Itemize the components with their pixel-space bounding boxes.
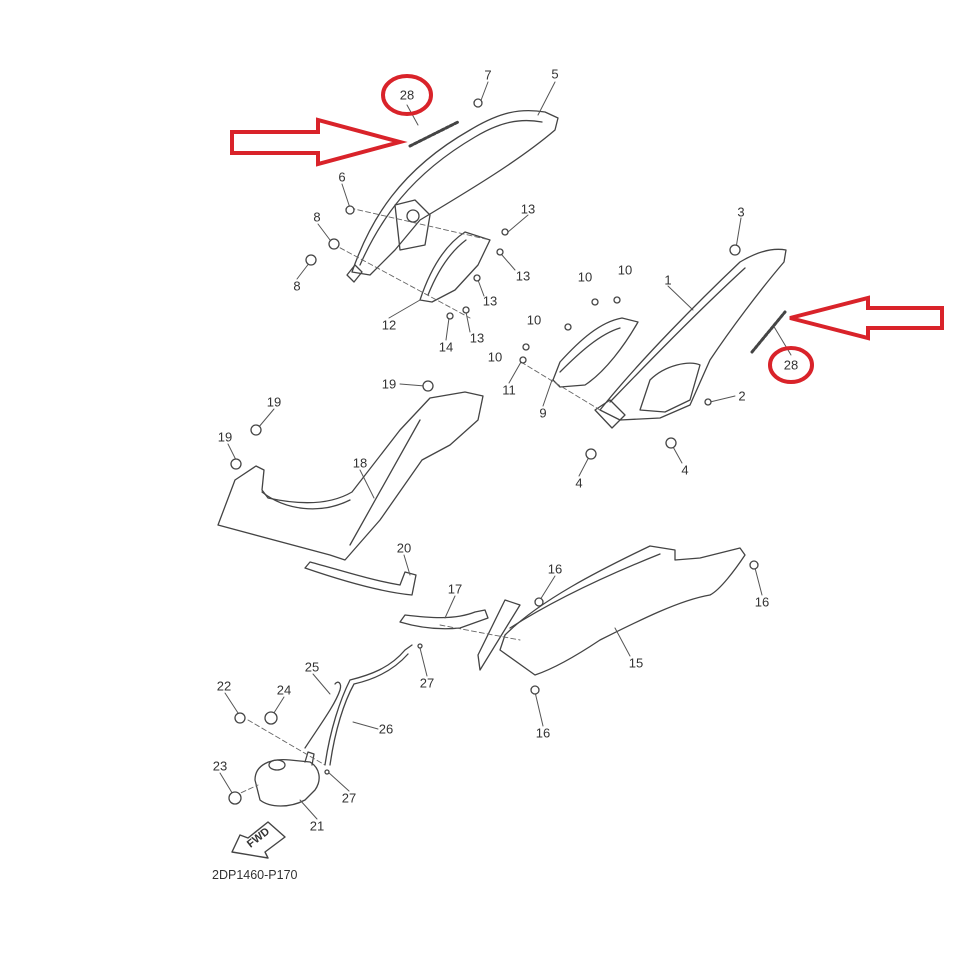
part-label-10b: 10 [617,262,633,278]
part-label-11: 11 [502,382,516,398]
part-9-panel [552,317,639,388]
part-label-19a: 19 [381,376,397,392]
part-label-7: 7 [484,67,492,83]
part-label-24: 24 [276,682,292,698]
part-label-13d: 13 [469,330,485,346]
part-label-1: 1 [664,272,672,288]
part-label-10c: 10 [526,312,542,328]
part-label-8b: 8 [293,278,301,294]
part-label-16c: 16 [535,725,551,741]
part-label-26: 26 [378,721,394,737]
part-label-6: 6 [338,169,346,185]
decal-28-right [750,310,787,354]
part-label-21: 21 [309,818,325,834]
part-label-20: 20 [396,540,412,556]
part-label-28b: 28 [783,357,799,373]
part-20-strip [304,561,417,596]
fasteners [228,98,759,805]
part-label-13b: 13 [515,268,531,284]
part-21-reservoir-tank [254,751,320,807]
decal-28-upper [408,120,460,148]
part-label-4b: 4 [681,462,689,478]
part-label-19c: 19 [217,429,233,445]
part-label-10a: 10 [577,269,593,285]
fwd-arrow-icon [231,821,286,859]
part-label-17: 17 [447,581,463,597]
part-label-18: 18 [352,455,368,471]
highlight-circle-right [768,346,814,384]
part-label-14: 14 [438,339,454,355]
part-label-13c: 13 [482,293,498,309]
part-label-8a: 8 [313,209,321,225]
part-18-lower-cover [217,391,484,561]
part-label-10d: 10 [487,349,503,365]
part-label-27a: 27 [419,675,435,691]
part-label-22: 22 [216,678,232,694]
part-label-4a: 4 [575,475,583,491]
part-label-27b: 27 [341,790,357,806]
part-label-2: 2 [738,388,746,404]
part-1-side-cover [594,248,787,429]
part-label-9: 9 [539,405,547,421]
part-12-inner-cover [419,231,491,303]
part-label-5: 5 [551,66,559,82]
part-5-rear-cover [346,109,559,283]
part-label-15: 15 [628,655,644,671]
highlight-annotations [230,74,944,384]
part-17-strip [399,609,489,630]
part-label-13a: 13 [520,201,536,217]
hoses-25-26 [304,644,413,766]
part-label-16a: 16 [547,561,563,577]
highlight-circle-upper [381,74,433,116]
part-label-19b: 19 [266,394,282,410]
diagram-code: 2DP1460-P170 [212,868,298,882]
highlight-arrow-left-pointing [789,295,944,341]
leader-lines [219,81,792,820]
part-label-16b: 16 [754,594,770,610]
part-label-28a: 28 [399,87,415,103]
part-label-23: 23 [212,758,228,774]
part-label-3: 3 [737,204,745,220]
part-15-lower-cover [477,545,746,676]
part-label-25: 25 [304,659,320,675]
part-label-12: 12 [381,317,397,333]
highlight-arrow-right-pointing [230,117,408,167]
assembly-lines [233,207,601,797]
